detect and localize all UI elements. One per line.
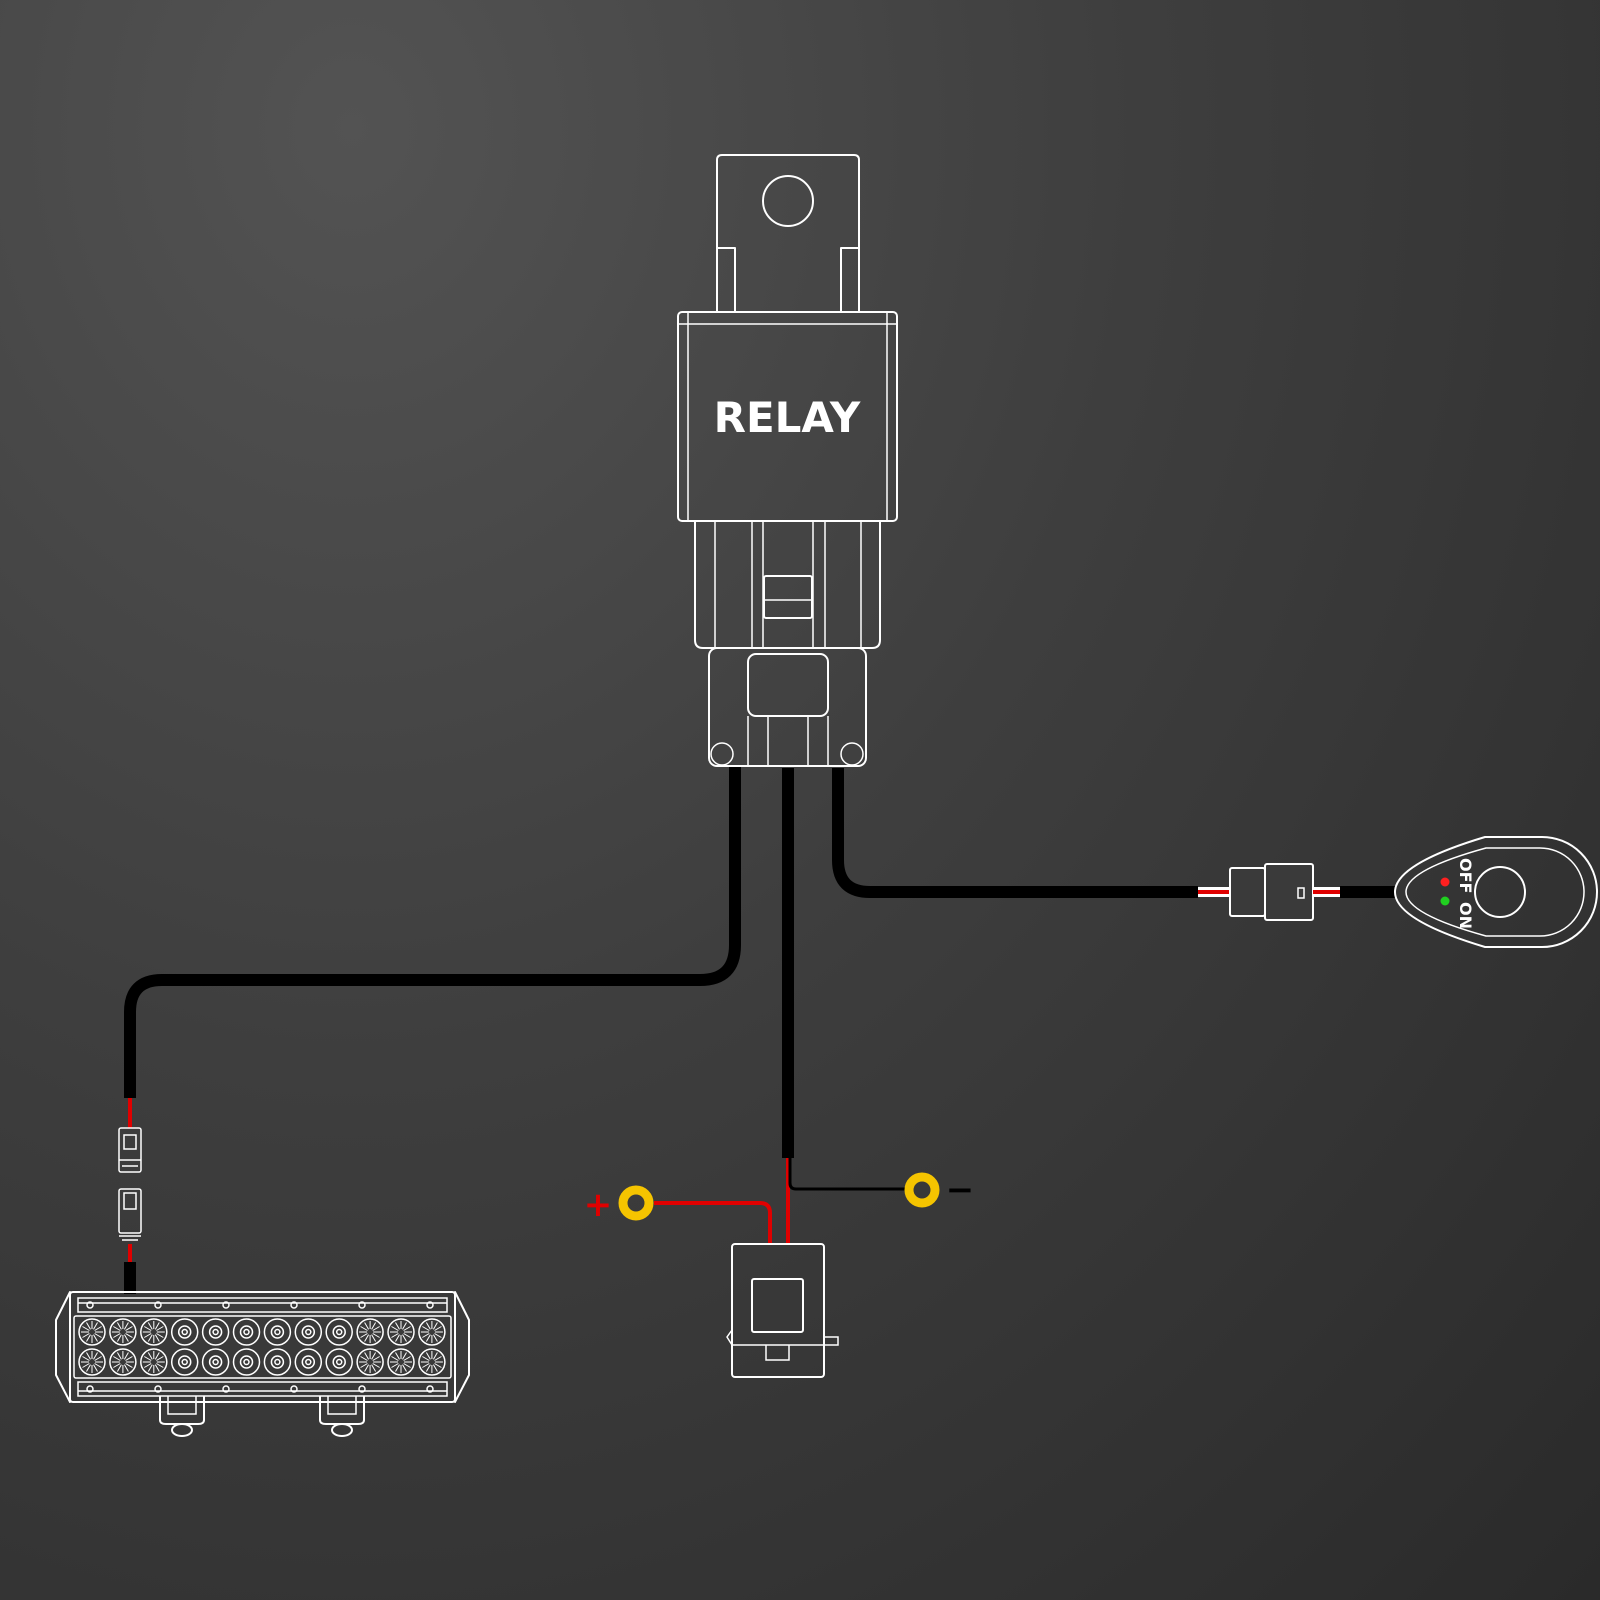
spot-led [201, 1318, 230, 1346]
fuse-holder-icon [726, 1243, 839, 1378]
spot-led [201, 1348, 230, 1376]
relay-icon: RELAY [677, 154, 898, 767]
housing-screw [154, 1301, 162, 1309]
negative-label: − [946, 1170, 975, 1210]
relay-body [677, 311, 898, 522]
spot-led [232, 1348, 261, 1376]
flood-led [109, 1348, 137, 1376]
housing-screw [86, 1301, 94, 1309]
housing-screw [358, 1301, 366, 1309]
housing-screw [154, 1385, 162, 1393]
housing-screw [358, 1385, 366, 1393]
spot-led [325, 1318, 353, 1346]
connector-icon [118, 1127, 142, 1241]
relay-label: RELAY [714, 393, 861, 442]
light-bar-connector [118, 1098, 142, 1262]
spot-led [294, 1318, 323, 1346]
switch-off-label: OFF [1456, 858, 1475, 893]
housing-screw [426, 1301, 434, 1309]
led-light-bar-icon [55, 1291, 470, 1437]
housing-screw [222, 1385, 230, 1393]
spot-led [325, 1348, 353, 1376]
flood-led [356, 1318, 384, 1346]
spot-led [263, 1348, 292, 1376]
negative-ring-terminal-icon [904, 1172, 940, 1208]
battery-connection: + − [584, 1158, 975, 1244]
flood-led [387, 1318, 415, 1346]
connector-icon [1198, 863, 1340, 921]
housing-screw [290, 1385, 298, 1393]
off-indicator-led [1440, 877, 1450, 887]
housing-screw [290, 1301, 298, 1309]
flood-led [387, 1348, 415, 1376]
flood-led [78, 1318, 106, 1346]
spot-led [294, 1348, 323, 1376]
switch-connector [1198, 863, 1340, 921]
led-array [78, 1301, 446, 1393]
flood-led [356, 1348, 384, 1376]
wires [124, 765, 1395, 1294]
on-indicator-led [1440, 896, 1450, 906]
light-bar-wire [124, 765, 741, 1098]
switch-on-label: ON [1456, 902, 1475, 929]
flood-led [140, 1348, 168, 1376]
positive-label: + [584, 1185, 613, 1225]
spot-led [170, 1348, 199, 1376]
switch-button[interactable] [1474, 866, 1526, 918]
positive-ring-terminal-icon [618, 1185, 654, 1221]
spot-led [263, 1318, 292, 1346]
housing-screw [86, 1385, 94, 1393]
flood-led [109, 1318, 137, 1346]
switch-wire [832, 768, 1198, 898]
flood-led [418, 1318, 446, 1346]
rocker-switch-icon: OFF ON [1394, 836, 1598, 948]
housing-screw [426, 1385, 434, 1393]
mounting-hole [762, 175, 814, 227]
flood-led [418, 1348, 446, 1376]
flood-led [78, 1348, 106, 1376]
flood-led [140, 1318, 168, 1346]
spot-led [170, 1318, 199, 1346]
housing-screw [222, 1301, 230, 1309]
spot-led [232, 1318, 261, 1346]
